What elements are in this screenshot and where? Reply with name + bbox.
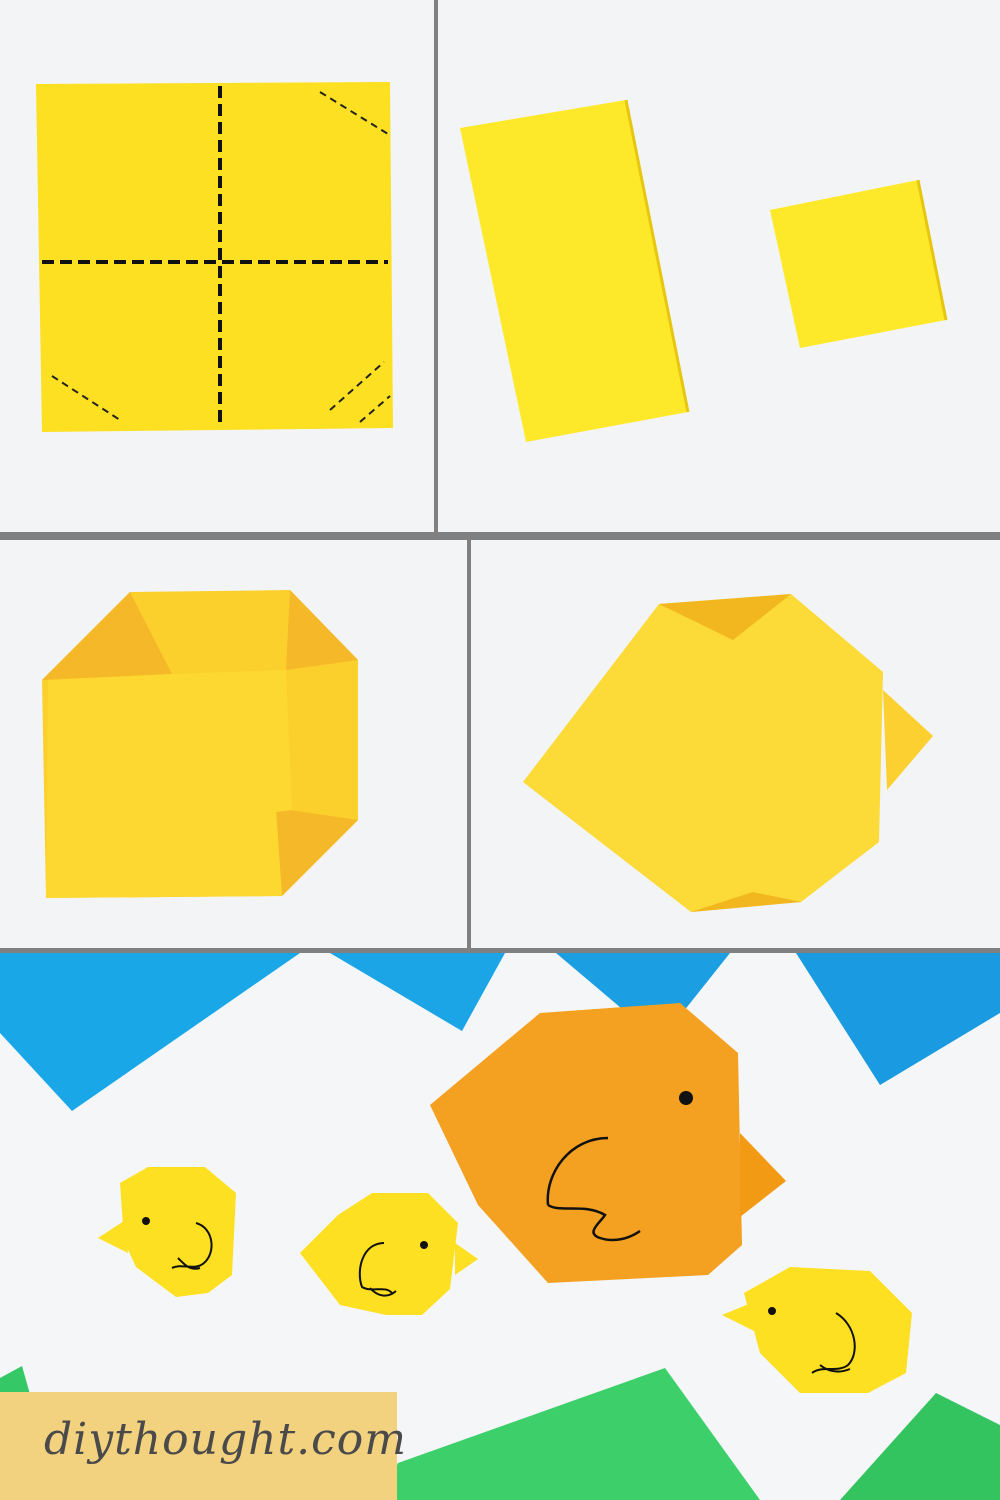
yellow-chick [722, 1267, 912, 1393]
step-3-illustration [42, 590, 358, 898]
orange-chick-eye [679, 1091, 693, 1105]
corner-fold-line [329, 361, 385, 411]
yellow-chick-eye [142, 1217, 150, 1225]
finished-chicks-scene [0, 953, 1000, 1500]
yellow-chick-beak [722, 1301, 756, 1331]
center-panel [46, 670, 292, 898]
corner-fold-line [359, 395, 391, 423]
blue-paper-triangle [556, 953, 730, 1041]
chick-body [523, 594, 883, 912]
orange-chick-wing [546, 1136, 641, 1242]
yellow-chick-body [744, 1267, 912, 1393]
yellow-chick-eye [420, 1241, 428, 1249]
bottom-right-fold-flap [276, 808, 358, 896]
yellow-chick-wing [358, 1242, 397, 1297]
yellow-chick [300, 1193, 478, 1315]
corner-fold-line [319, 91, 389, 135]
orange-chick [430, 1003, 786, 1283]
green-paper-triangle [840, 1393, 1000, 1500]
head-fold-flap [659, 594, 791, 640]
yellow-chick [98, 1167, 236, 1297]
step-4-panel [471, 540, 1000, 948]
brand-banner [0, 1392, 397, 1500]
blue-paper-triangle [330, 953, 505, 1031]
brand-website-text: diythought.com [44, 1414, 407, 1465]
step-1-panel [0, 0, 434, 532]
blue-paper-triangle [796, 953, 1000, 1085]
orange-chick-beak [740, 1133, 786, 1217]
step-2-illustration [460, 99, 948, 442]
yellow-chick-beak [98, 1221, 128, 1253]
yellow-chick-eye [768, 1307, 776, 1315]
corner-fold-line [51, 375, 121, 421]
green-paper-triangle [380, 1368, 760, 1500]
tail-fold-flap [691, 892, 801, 912]
yellow-chick-wing [811, 1312, 856, 1374]
folded-rectangle-paper [460, 100, 688, 442]
rectangle-fold-edge [624, 99, 690, 413]
yellow-chick-body [120, 1167, 236, 1297]
step-1-illustration [36, 82, 393, 432]
yellow-chick-wing [171, 1222, 213, 1270]
small-square-paper [770, 180, 946, 348]
yellow-chick-body [300, 1193, 458, 1315]
square-fold-edge [916, 179, 948, 321]
beak-flap [883, 690, 933, 790]
blue-paper-triangle [0, 953, 300, 1111]
step-3-panel [0, 540, 467, 948]
yellow-paper-square [36, 82, 393, 432]
step-2-panel [438, 0, 1000, 532]
top-right-fold-flap [286, 590, 358, 670]
top-left-fold-flap [42, 592, 172, 680]
yellow-chick-beak [455, 1243, 478, 1275]
step-4-illustration [523, 594, 933, 912]
